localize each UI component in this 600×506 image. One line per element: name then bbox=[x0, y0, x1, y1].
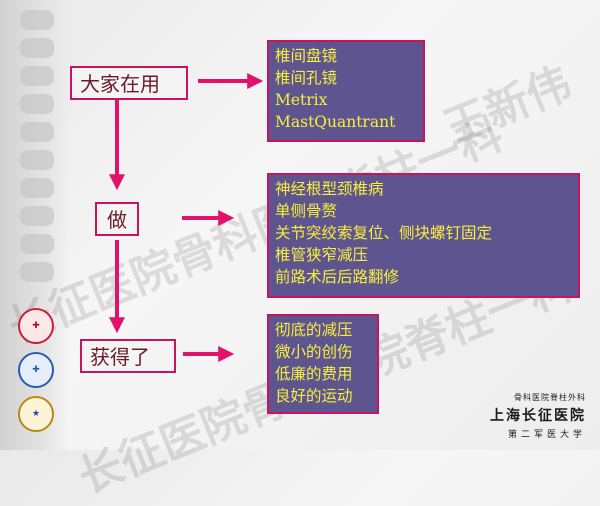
procedures-box: 神经根型颈椎病 单侧骨赘 关节突绞索复位、侧块螺钉固定 椎管狭窄减压 前路术后后… bbox=[267, 173, 580, 298]
procedure-item: 单侧骨赘 bbox=[275, 202, 338, 220]
hospital-department: 骨科医院脊柱外科 bbox=[514, 393, 586, 402]
procedure-item: 神经根型颈椎病 bbox=[275, 180, 384, 198]
tools-item: MastQuantrant bbox=[275, 113, 396, 131]
outcomes-box: 彻底的减压 微小的创伤 低廉的费用 良好的运动 bbox=[267, 314, 379, 414]
outcome-item: 良好的运动 bbox=[275, 387, 353, 405]
hospital-university: 第二军医大学 bbox=[507, 430, 586, 440]
label-top: 大家在用 bbox=[70, 66, 188, 100]
procedure-item: 前路术后后路翻修 bbox=[275, 268, 400, 286]
outcome-item: 彻底的减压 bbox=[275, 321, 353, 339]
procedure-item: 关节突绞索复位、侧块螺钉固定 bbox=[275, 224, 493, 242]
hospital-logo: 骨科医院脊柱外科 上海长征医院 第二军医大学 bbox=[490, 392, 586, 440]
tools-item: 椎间孔镜 bbox=[275, 69, 338, 87]
blue-emblem-icon: ✚ bbox=[18, 352, 54, 388]
tools-item: 椎间盘镜 bbox=[275, 47, 338, 65]
outcome-item: 微小的创伤 bbox=[275, 343, 353, 361]
red-emblem-icon: ✚ bbox=[18, 308, 54, 344]
tools-box: 椎间盘镜 椎间孔镜 Metrix MastQuantrant bbox=[267, 40, 425, 142]
tools-item: Metrix bbox=[275, 91, 328, 109]
label-bottom: 获得了 bbox=[80, 339, 176, 373]
flow-arrows bbox=[109, 73, 264, 362]
outcome-item: 低廉的费用 bbox=[275, 365, 353, 383]
label-middle: 做 bbox=[95, 202, 139, 236]
gold-emblem-icon: ★ bbox=[18, 396, 54, 432]
procedure-item: 椎管狭窄减压 bbox=[275, 246, 369, 264]
hospital-name: 上海长征医院 bbox=[490, 408, 586, 424]
